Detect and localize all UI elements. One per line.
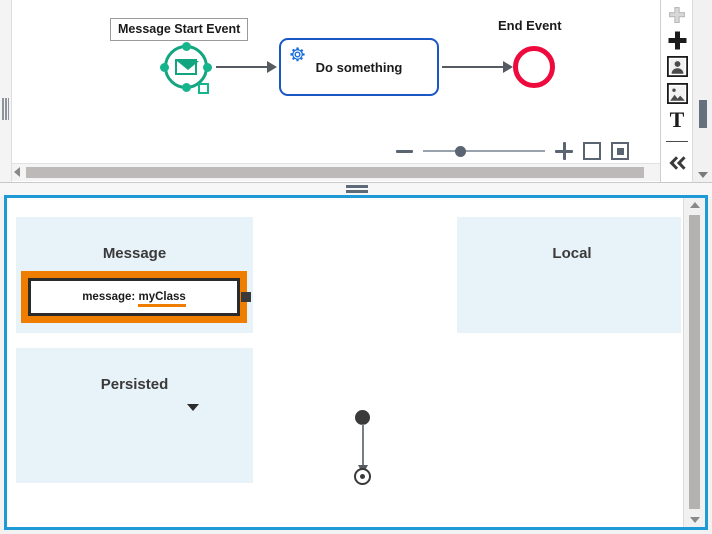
sequence-flow-arrow-1[interactable]: [216, 61, 277, 73]
slider-knob[interactable]: [455, 146, 466, 157]
sequence-flow-arrow-2[interactable]: [442, 61, 513, 73]
scroll-up-icon[interactable]: [689, 202, 700, 208]
scroll-left-icon[interactable]: [14, 167, 20, 177]
scrollbar-thumb[interactable]: [699, 100, 707, 128]
properties-canvas[interactable]: Message message: myClass Persisted Local: [7, 198, 681, 527]
left-splitter[interactable]: [0, 0, 12, 182]
fit-to-screen-icon[interactable]: [611, 142, 629, 160]
picture-icon[interactable]: [661, 78, 693, 108]
bpmn-canvas[interactable]: Message Start Event Do something End: [12, 0, 660, 142]
selection-handle-w[interactable]: [160, 62, 169, 72]
message-start-event-node[interactable]: [158, 39, 214, 95]
message-element-selected[interactable]: message: myClass: [21, 271, 251, 323]
zoom-slider[interactable]: [423, 144, 545, 158]
region-message-title: Message: [102, 245, 167, 262]
selection-handle-e[interactable]: [203, 62, 212, 72]
region-local-title: Local: [552, 245, 592, 262]
properties-editor-pane: Message message: myClass Persisted Local: [4, 195, 708, 530]
editor-zoom-toolbar: [396, 142, 629, 160]
region-persisted[interactable]: Persisted: [16, 348, 253, 483]
icon-palette: T: [660, 0, 693, 182]
fullscreen-icon[interactable]: [583, 142, 601, 160]
splitter-grip[interactable]: [346, 185, 368, 193]
add-icon[interactable]: [661, 25, 693, 55]
editor-vertical-scrollbar[interactable]: [692, 0, 712, 182]
final-node-icon[interactable]: [354, 468, 371, 485]
collapse-left-icon[interactable]: [661, 148, 693, 178]
bpmn-editor-pane: Message Start Event Do something End: [0, 0, 712, 182]
element-resize-handle-icon[interactable]: [241, 292, 251, 302]
text-icon[interactable]: T: [669, 107, 685, 132]
end-event-node[interactable]: [513, 46, 555, 88]
selection-handle-n[interactable]: [181, 42, 191, 51]
properties-vertical-scrollbar[interactable]: [683, 198, 705, 527]
envelope-icon: [175, 59, 197, 75]
user-image-icon[interactable]: [661, 51, 693, 81]
service-task-node[interactable]: Do something: [279, 38, 439, 96]
uml-flow-arrow[interactable]: [357, 424, 368, 474]
splitter-grip[interactable]: [2, 98, 9, 120]
editor-horizontal-scrollbar[interactable]: [12, 163, 660, 181]
select-tool-icon[interactable]: [661, 0, 693, 30]
scroll-down-icon[interactable]: [698, 172, 708, 178]
region-persisted-title: Persisted: [100, 376, 169, 393]
scroll-down-icon[interactable]: [689, 517, 700, 523]
slider-track: [423, 150, 545, 152]
resize-handle-icon[interactable]: [198, 83, 209, 94]
scrollbar-thumb[interactable]: [26, 167, 644, 178]
task-label: Do something: [315, 60, 403, 75]
horizontal-splitter[interactable]: [0, 182, 712, 196]
chevron-down-icon[interactable]: [187, 404, 199, 411]
message-element-box: message: myClass: [28, 278, 240, 316]
message-class-name: myClass: [138, 291, 186, 307]
selection-handle-s[interactable]: [181, 83, 191, 92]
palette-divider: [666, 141, 688, 142]
initial-node-icon[interactable]: [355, 410, 370, 425]
gear-icon: [290, 47, 305, 62]
window-bottom-strip: [0, 530, 712, 534]
zoom-in-icon[interactable]: [555, 142, 573, 160]
zoom-out-icon[interactable]: [396, 149, 413, 153]
scrollbar-thumb[interactable]: [689, 215, 700, 509]
region-local[interactable]: Local: [457, 217, 681, 333]
message-start-event-label: Message Start Event: [110, 18, 249, 41]
message-element-label: message: myClass: [82, 291, 186, 307]
message-prefix: message:: [82, 291, 139, 303]
end-event-label: End Event: [498, 18, 562, 33]
